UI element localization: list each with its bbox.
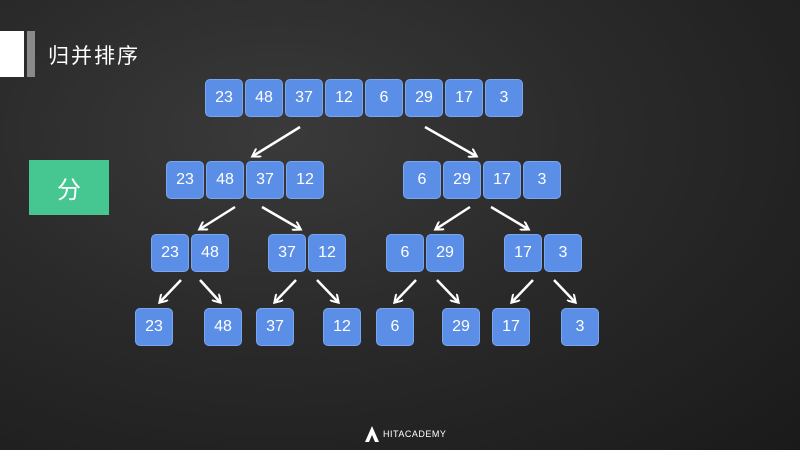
arrow xyxy=(512,279,534,302)
arrow xyxy=(553,279,575,302)
arrow xyxy=(261,205,300,229)
array-cell: 12 xyxy=(325,79,363,117)
arrow xyxy=(490,205,528,229)
array-cell: 37 xyxy=(256,308,294,346)
array-cell: 6 xyxy=(386,234,424,272)
array-cell: 17 xyxy=(445,79,483,117)
array-cell: 6 xyxy=(365,79,403,117)
divide-phase-badge: 分 xyxy=(29,160,109,215)
array-cell: 48 xyxy=(245,79,283,117)
array-row: 6 29 xyxy=(386,234,464,272)
arrow xyxy=(253,125,301,156)
arrow xyxy=(316,279,338,302)
array-cell: 37 xyxy=(285,79,323,117)
array-cell: 6 xyxy=(403,161,441,199)
array-row: 37 12 xyxy=(268,234,346,272)
array-cell: 48 xyxy=(191,234,229,272)
array-cell: 3 xyxy=(561,308,599,346)
array-cell: 17 xyxy=(492,308,530,346)
title-accent-bar xyxy=(0,31,24,77)
array-row: 23 48 37 12 xyxy=(166,161,324,199)
array-cell: 48 xyxy=(206,161,244,199)
array-cell: 37 xyxy=(268,234,306,272)
array-cell: 23 xyxy=(135,308,173,346)
arrow xyxy=(395,279,417,302)
logo-icon xyxy=(365,426,379,442)
array-row: 6 29 17 3 xyxy=(403,161,561,199)
array-cell: 17 xyxy=(483,161,521,199)
array-row: 23 48 xyxy=(151,234,229,272)
arrow xyxy=(436,279,458,302)
array-cell: 29 xyxy=(442,308,480,346)
arrow xyxy=(424,125,476,156)
logo-text: HITACADEMY xyxy=(383,429,447,439)
array-cell: 29 xyxy=(405,79,443,117)
array-cell: 23 xyxy=(151,234,189,272)
hitacademy-logo: HITACADEMY xyxy=(365,426,446,442)
array-cell: 37 xyxy=(246,161,284,199)
array-cell: 23 xyxy=(166,161,204,199)
array-cell: 29 xyxy=(443,161,481,199)
arrow xyxy=(436,205,471,229)
array-cell: 12 xyxy=(323,308,361,346)
array-cell: 6 xyxy=(376,308,414,346)
array-cell: 12 xyxy=(286,161,324,199)
array-row: 17 3 xyxy=(504,234,582,272)
slide-title: 归并排序 xyxy=(48,44,140,68)
arrow xyxy=(200,205,236,229)
array-cell: 48 xyxy=(204,308,242,346)
title-accent-bar-secondary xyxy=(27,31,35,77)
arrow xyxy=(199,279,220,302)
array-cell: 3 xyxy=(485,79,523,117)
array-cell: 3 xyxy=(544,234,582,272)
arrow xyxy=(275,279,297,302)
array-cell: 12 xyxy=(308,234,346,272)
array-row: 23 48 37 12 6 29 17 3 xyxy=(205,79,523,117)
array-cell: 17 xyxy=(504,234,542,272)
arrow xyxy=(160,279,182,302)
array-cell: 23 xyxy=(205,79,243,117)
array-cell: 3 xyxy=(523,161,561,199)
array-cell: 29 xyxy=(426,234,464,272)
